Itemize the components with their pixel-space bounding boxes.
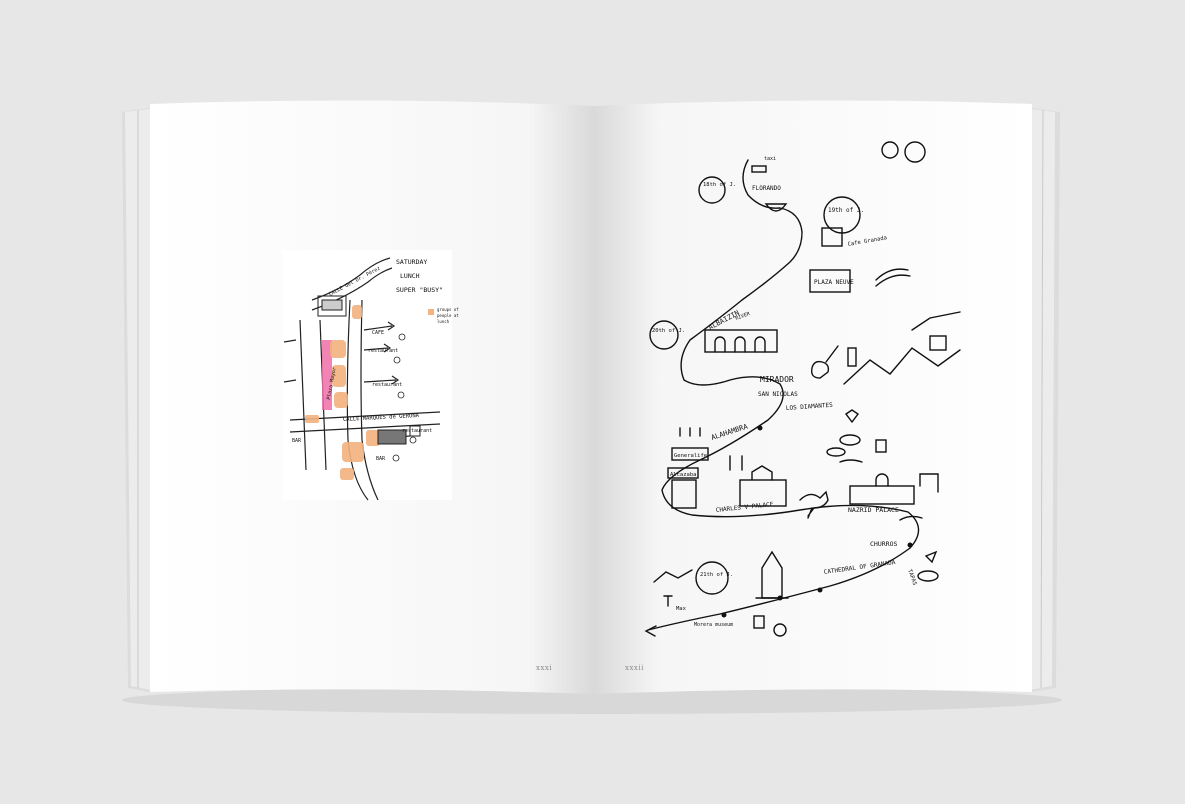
label-taxi: taxi (764, 156, 776, 162)
legend-text-line2: people at (437, 313, 459, 318)
label-alcazaba: Alcazaba (670, 472, 697, 478)
left-page-number: xxxi (536, 664, 553, 672)
lunch-title-line3: SUPER "BUSY" (396, 286, 443, 294)
label-bar-2: BAR (376, 456, 386, 462)
label-mirador: MIRADOR (760, 375, 794, 384)
diamond-icon (844, 409, 860, 424)
left-page-stack (122, 108, 150, 692)
taxi-icon (751, 165, 767, 173)
label-florando: FLORANDO (752, 185, 781, 192)
label-churros: CHURROS (870, 540, 897, 548)
label-river: RIVER (735, 311, 752, 322)
label-tapas: TAPAS (906, 569, 917, 587)
label-restaurant-1: restaurant (368, 348, 398, 354)
book-shadow (122, 686, 1062, 714)
right-granada-map (644, 141, 961, 637)
tapas-icon (924, 550, 938, 564)
cat-icon (799, 490, 829, 519)
fig-icon (904, 141, 926, 163)
label-max: Max (676, 606, 687, 612)
mountain-icon (843, 347, 961, 385)
lunch-title-line2: LUNCH (400, 272, 420, 280)
right-page-number: xxxii (625, 664, 644, 672)
legend-text-line3: lunch (437, 319, 450, 324)
guitar-icon (810, 345, 839, 379)
label-restaurant-3: restaurant (402, 428, 432, 434)
label-san-nicolas: SAN NICOLAS (758, 391, 798, 398)
legend-text-line1: groups of (437, 307, 459, 312)
lunch-title-line1: SATURDAY (396, 258, 427, 266)
label-day-21: 21th of J. (700, 572, 733, 578)
left-lunch-map (282, 250, 452, 501)
legend-swatch (428, 309, 434, 315)
label-los-diamantes: LOS DIAMANTES (786, 402, 834, 412)
label-restaurant-2: restaurant (372, 382, 402, 388)
label-nazrid-palace: NAZRID PALACE (848, 506, 899, 514)
building-icon (821, 227, 843, 247)
label-day-19: 19th of J. (828, 207, 864, 214)
right-page-stack (1030, 108, 1060, 692)
label-morera-museum: Morera museum (694, 622, 733, 628)
label-bar-1: BAR (292, 438, 302, 444)
right-page (594, 100, 1032, 694)
label-plaza-nueva: PLAZA NEUVE (814, 279, 854, 286)
label-day-20: 20th of J. (652, 328, 685, 334)
bottle-icon (847, 347, 857, 367)
label-cafe: CAFE (372, 330, 384, 336)
label-day-18: 18th of J. (703, 182, 736, 188)
street-side-label: Plaza Mayor (326, 367, 338, 401)
bowl-icon (764, 203, 788, 212)
pink-street-highlight (322, 340, 332, 410)
label-generalife: Generalife (674, 453, 707, 459)
fork-icon (663, 595, 673, 607)
